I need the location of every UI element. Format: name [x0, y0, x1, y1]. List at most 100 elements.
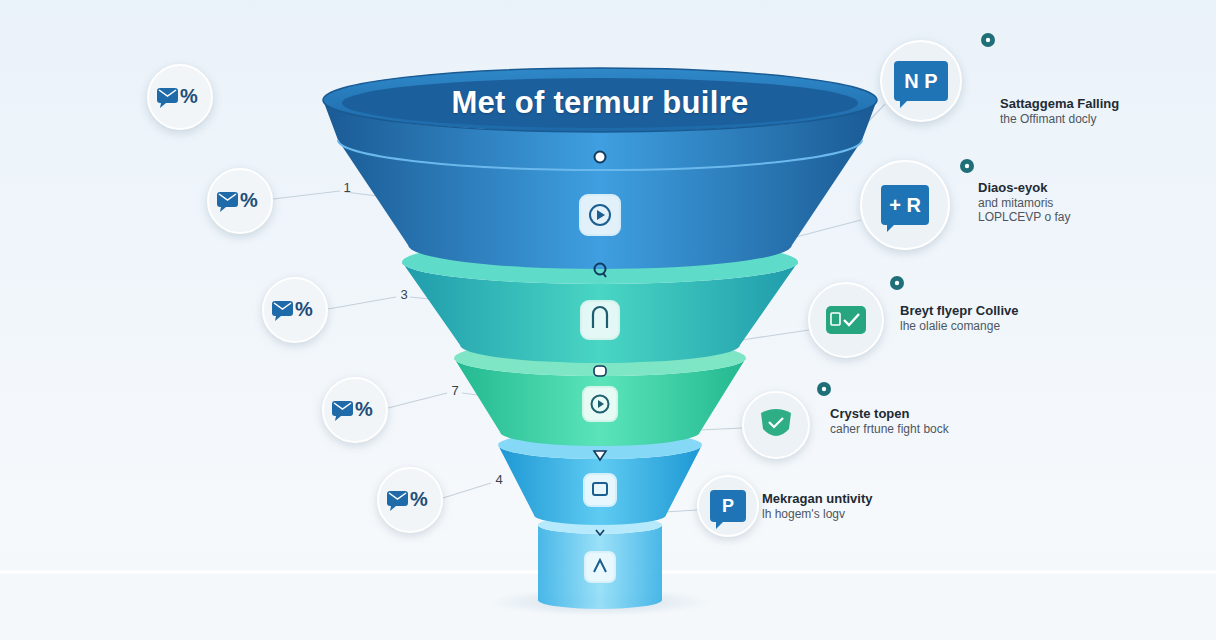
callout-heading: Diaos-eyok: [978, 180, 1086, 196]
app-icon: [710, 490, 746, 522]
app-icon: [900, 101, 907, 108]
band-icon: [597, 210, 605, 220]
callout-number: 4: [495, 472, 502, 487]
circle-outline: [742, 391, 810, 459]
callout-text-block: Diaos-eyokand mitamoris LOPLCEVP o fay: [978, 180, 1086, 224]
band-glyph: [594, 366, 606, 376]
check-icon: [826, 306, 866, 334]
app-icon: [881, 185, 929, 225]
percent-text: %: [180, 85, 198, 108]
callout-text-block: Mekragan untivitylh hogem's logv: [762, 491, 902, 521]
funnel-band: [498, 445, 702, 525]
band-icon: [581, 301, 619, 339]
envelope-icon: [274, 303, 291, 309]
callout-badge: [895, 281, 899, 285]
callout-heading: Cryste topen: [830, 406, 1000, 422]
metric-circle: %: [377, 467, 443, 533]
callout-text: lhe olalie comange: [900, 319, 1070, 333]
circle-shape: [881, 41, 961, 121]
callout-text-block: Breyt flyepr Collivelhe olalie comange: [900, 303, 1070, 333]
percent-text: %: [240, 189, 258, 212]
envelope-icon: [334, 403, 351, 409]
circle-shape: [208, 169, 272, 233]
band-icon: [583, 387, 617, 421]
check-icon: [831, 313, 840, 325]
metric-circle: %: [262, 277, 328, 343]
callout-text-block: Cryste topencaher frtune fight bock: [830, 406, 1000, 436]
envelope-icon: [159, 90, 176, 96]
callout-badge: [986, 38, 990, 42]
envelope-icon: [389, 493, 406, 499]
callout-number: 3: [400, 287, 407, 302]
circle-shape: [323, 378, 387, 442]
callout-badge: [981, 33, 995, 47]
band-icon: [584, 474, 616, 506]
callout-badge: [890, 276, 904, 290]
metric-circle: %: [147, 64, 213, 130]
percent-text: %: [410, 488, 428, 511]
funnel-rim: [323, 68, 877, 132]
callout-circle: PMekragan untivitylh hogem's logv: [697, 475, 759, 537]
circle-shape: [861, 161, 949, 249]
callout-badge: [817, 382, 831, 396]
metric-circle: %: [207, 168, 273, 234]
callout-text: and mitamoris LOPLCEVP o fay: [978, 196, 1086, 224]
band-icon: [585, 552, 615, 582]
shield-icon: [769, 418, 783, 427]
envelope-icon: [272, 301, 293, 316]
band-glyph: [595, 152, 606, 163]
callout-badge: [965, 164, 969, 168]
envelope-icon: [217, 192, 238, 207]
envelope-icon: [220, 207, 226, 212]
leader-line: [700, 428, 742, 430]
callout-circle: + RDiaos-eyokand mitamoris LOPLCEVP o fa…: [860, 160, 950, 250]
shield-icon: [761, 409, 791, 436]
callout-badge: [822, 387, 826, 391]
band-glyph: [594, 451, 606, 460]
leader-line: [388, 393, 447, 408]
leader-line: [443, 483, 491, 498]
callout-badge: [960, 159, 974, 173]
app-icon: [887, 225, 894, 232]
app-icon: [894, 61, 948, 101]
icon-text: + R: [881, 185, 929, 225]
leader-line: [328, 297, 396, 309]
band-icon: [592, 396, 609, 413]
envelope-icon: [275, 316, 281, 321]
app-icon: [716, 522, 723, 529]
band-icon: [594, 560, 606, 572]
band-icon: [593, 483, 607, 495]
funnel-band: [538, 525, 662, 609]
callout-heading: Breyt flyepr Collive: [900, 303, 1070, 319]
icon-text: P: [710, 490, 746, 522]
band-glyph: [596, 530, 604, 535]
collar-edge: [338, 140, 862, 170]
circle-shape: [148, 65, 212, 129]
band-icon: [598, 400, 604, 408]
band-icon: [590, 205, 610, 225]
envelope-icon: [335, 416, 341, 421]
leader-line: [742, 330, 809, 340]
callout-circle: N PSattaggema Fallingthe Offimant docly: [880, 40, 962, 122]
envelope-icon: [157, 88, 178, 103]
circle-shape: [263, 278, 327, 342]
circle-outline: [808, 282, 884, 358]
callout-circle: Cryste topencaher frtune fight bock: [742, 391, 810, 459]
envelope-icon: [390, 506, 396, 511]
funnel-title: Met of termur builre: [451, 85, 748, 121]
callout-text: lh hogem's logv: [762, 507, 902, 521]
circle-shape: [378, 468, 442, 532]
envelope-icon: [160, 103, 166, 108]
callout-number: 1: [343, 180, 350, 195]
funnel-band: [454, 358, 746, 446]
band-glyph: [603, 273, 606, 277]
check-icon: [844, 314, 859, 325]
envelope-icon: [332, 401, 353, 416]
metric-circle: %: [322, 377, 388, 443]
band-icon: [593, 307, 607, 328]
circle-shape: [698, 476, 758, 536]
callout-circle: Breyt flyepr Collivelhe olalie comange: [808, 282, 884, 358]
callout-number: 7: [451, 383, 458, 398]
